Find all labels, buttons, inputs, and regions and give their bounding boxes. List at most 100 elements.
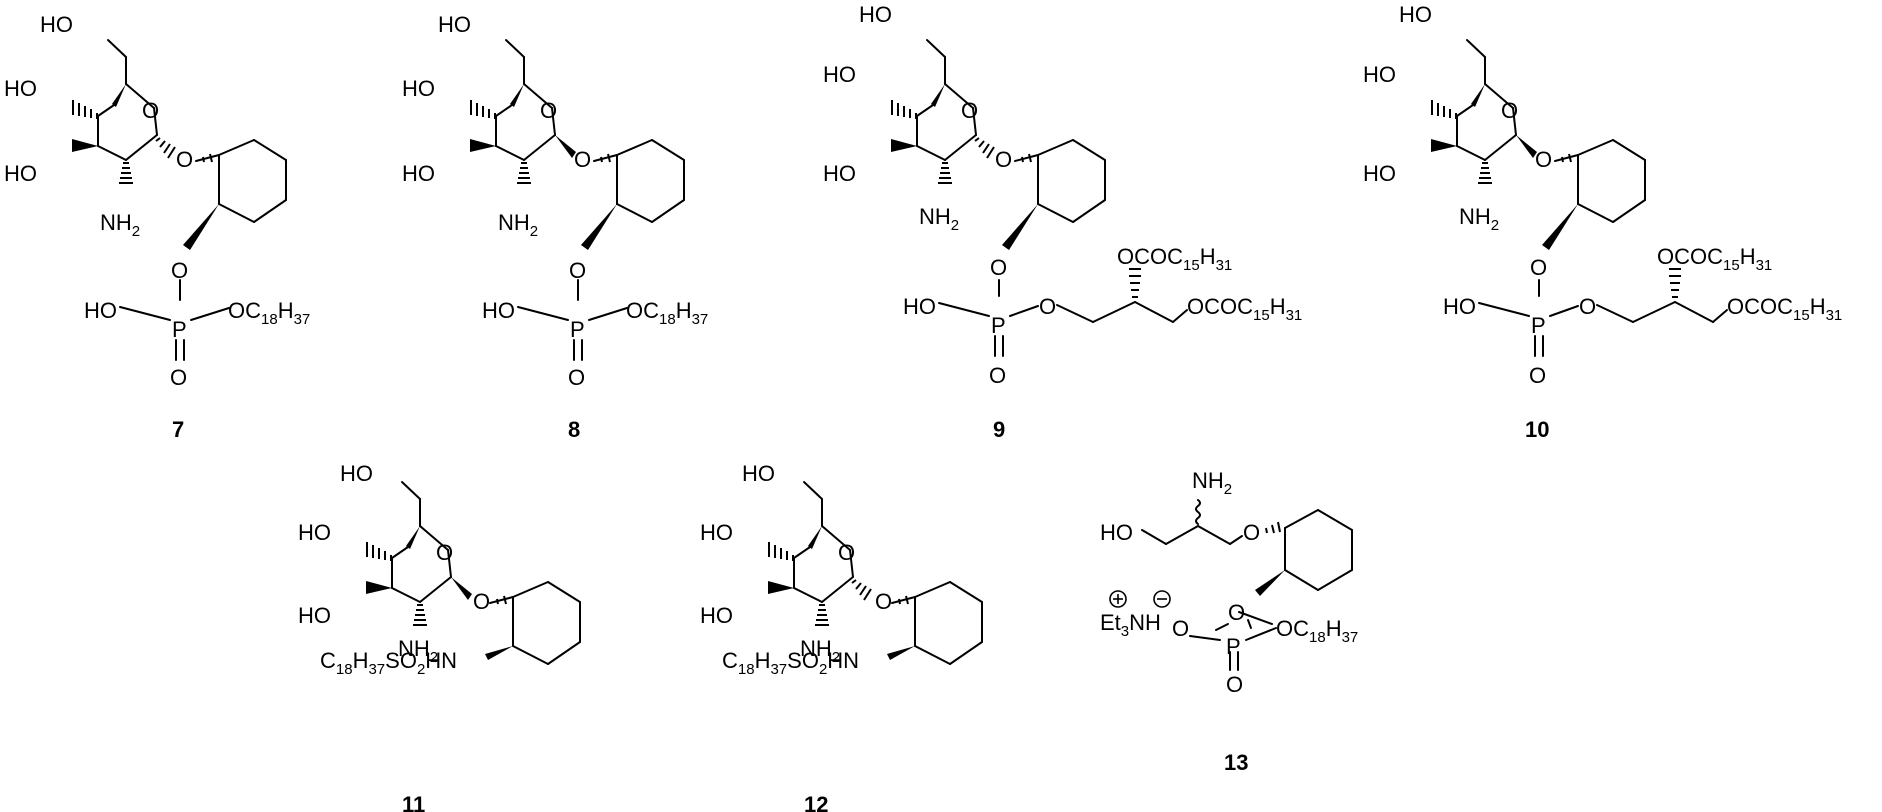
hashed-bond-c4 — [72, 100, 98, 119]
label-p-o-double: O — [1226, 672, 1243, 697]
label-ho-4: HO — [823, 62, 856, 87]
label-acyl-2: OCOC15H31 — [1187, 294, 1302, 324]
hashed-bond-cy1 — [898, 595, 909, 605]
label-ho-top: HO — [40, 12, 73, 37]
hashed-bond-c2 — [938, 162, 952, 184]
phosphate-group — [517, 279, 628, 361]
sugar-ring — [470, 39, 576, 184]
label-glyc-o: O — [875, 589, 892, 614]
hashed-bond-c1 — [974, 137, 995, 159]
hashed-bond-c2 — [517, 162, 531, 184]
charge-symbols — [1109, 590, 1171, 608]
wedge-bond-c1 — [555, 135, 576, 158]
label-ether-o: O — [1243, 520, 1260, 545]
label-ho-top: HO — [742, 461, 775, 486]
label-glyc-o: O — [473, 589, 490, 614]
hashed-bond-c1 — [851, 579, 872, 601]
compound-10: HO HO HO O NH2 O O P HO O O OCOC15H31 OC… — [1363, 2, 1842, 442]
hashed-bond-c4 — [470, 100, 496, 119]
wedge-bond-c1 — [1516, 135, 1537, 158]
label-p-o-double: O — [568, 365, 585, 390]
hashed-bond-c2 — [1478, 162, 1492, 184]
label-glyc-o: O — [574, 147, 591, 172]
label-link-o: O — [1228, 600, 1245, 625]
label-p-o-chain: O — [1579, 294, 1596, 319]
label-p-ho: HO — [482, 298, 515, 323]
label-nh2: NH2 — [100, 210, 140, 240]
label-ring-o: O — [142, 98, 159, 123]
hashed-bond-cy1 — [600, 153, 611, 163]
label-p-o-chain: O — [1039, 294, 1056, 319]
label-ho-4: HO — [298, 520, 331, 545]
cyclohexane-ring — [1002, 139, 1106, 250]
compound-13: NH2 HO O O Et3NH O P OC18H37 O 13 — [1100, 468, 1358, 775]
cyclohexane-ring — [183, 139, 287, 250]
phosphate-group — [1189, 611, 1277, 671]
label-link-o: O — [990, 255, 1007, 280]
label-p: P — [172, 317, 187, 342]
hashed-bond-c4 — [366, 542, 392, 561]
cyclohexane-ring — [1542, 139, 1646, 250]
label-ring-o: O — [436, 540, 453, 565]
hashed-bond-cy1 — [496, 595, 507, 605]
hashed-bond-c2 — [815, 604, 829, 626]
label-p: P — [1531, 313, 1546, 338]
label-p-o-double: O — [1529, 363, 1546, 388]
label-p-o-double: O — [170, 365, 187, 390]
sugar-ring — [768, 481, 872, 626]
compound-number-12: 12 — [804, 792, 828, 812]
hashed-bond-c4 — [1431, 100, 1457, 119]
label-ring-o: O — [961, 98, 978, 123]
label-ring-o: O — [540, 98, 557, 123]
label-counterion: Et3NH — [1100, 610, 1161, 640]
label-p-oalkyl: OC18H37 — [1276, 616, 1358, 646]
compound-12: HO HO HO O NH2 O C18H37SO2HN 12 — [700, 461, 983, 812]
compound-7: HO HO HO O NH2 O O P HO O OC18H37 7 — [4, 12, 310, 442]
aminopropanol-chain — [1141, 499, 1243, 545]
label-glyc-o: O — [1535, 147, 1552, 172]
label-p-ho: HO — [903, 294, 936, 319]
label-ring-o: O — [1501, 98, 1518, 123]
label-nh2: NH2 — [1192, 468, 1232, 498]
label-nh2: NH2 — [1459, 204, 1499, 234]
label-link-o: O — [569, 258, 586, 283]
label-nh2: NH2 — [919, 204, 959, 234]
label-ho-3: HO — [4, 161, 37, 186]
label-ring-o: O — [838, 540, 855, 565]
compound-number-11: 11 — [402, 792, 425, 812]
label-p: P — [991, 313, 1006, 338]
phosphate-group — [119, 279, 230, 361]
compound-number-10: 10 — [1525, 417, 1549, 442]
label-ho-3: HO — [823, 161, 856, 186]
label-p-ho: HO — [1443, 294, 1476, 319]
compound-number-9: 9 — [993, 417, 1005, 442]
cyclohexane-ring — [887, 581, 983, 665]
label-nh2: NH2 — [498, 210, 538, 240]
hashed-bond-c2 — [119, 162, 133, 184]
compound-8: HO HO HO O NH2 O O P HO O OC18H37 8 — [402, 12, 708, 442]
label-ho-top: HO — [438, 12, 471, 37]
label-ho-3: HO — [402, 161, 435, 186]
label-ho-top: HO — [340, 461, 373, 486]
sugar-ring — [891, 39, 995, 184]
label-ho-4: HO — [1363, 62, 1396, 87]
compound-number-7: 7 — [172, 417, 184, 442]
label-ho-4: HO — [402, 76, 435, 101]
label-p-o-double: O — [989, 363, 1006, 388]
label-sulfonamide: C18H37SO2HN — [722, 648, 859, 678]
label-glyc-o: O — [176, 147, 193, 172]
sugar-ring — [366, 481, 472, 626]
label-ho-3: HO — [1363, 161, 1396, 186]
hashed-bond-c1 — [155, 137, 176, 159]
hashed-bond-cy1 — [202, 153, 213, 163]
compound-9: HO HO HO O NH2 O O P HO O O OCOC15H31 OC… — [823, 2, 1302, 442]
label-ho-4: HO — [4, 76, 37, 101]
label-p-oalkyl: OC18H37 — [626, 298, 708, 328]
cyclohexane-ring — [485, 581, 581, 665]
label-link-o: O — [171, 258, 188, 283]
hashed-bond-c4 — [768, 542, 794, 561]
label-p: P — [570, 317, 585, 342]
label-p-oalkyl: OC18H37 — [228, 298, 310, 328]
label-ho: HO — [1100, 520, 1133, 545]
